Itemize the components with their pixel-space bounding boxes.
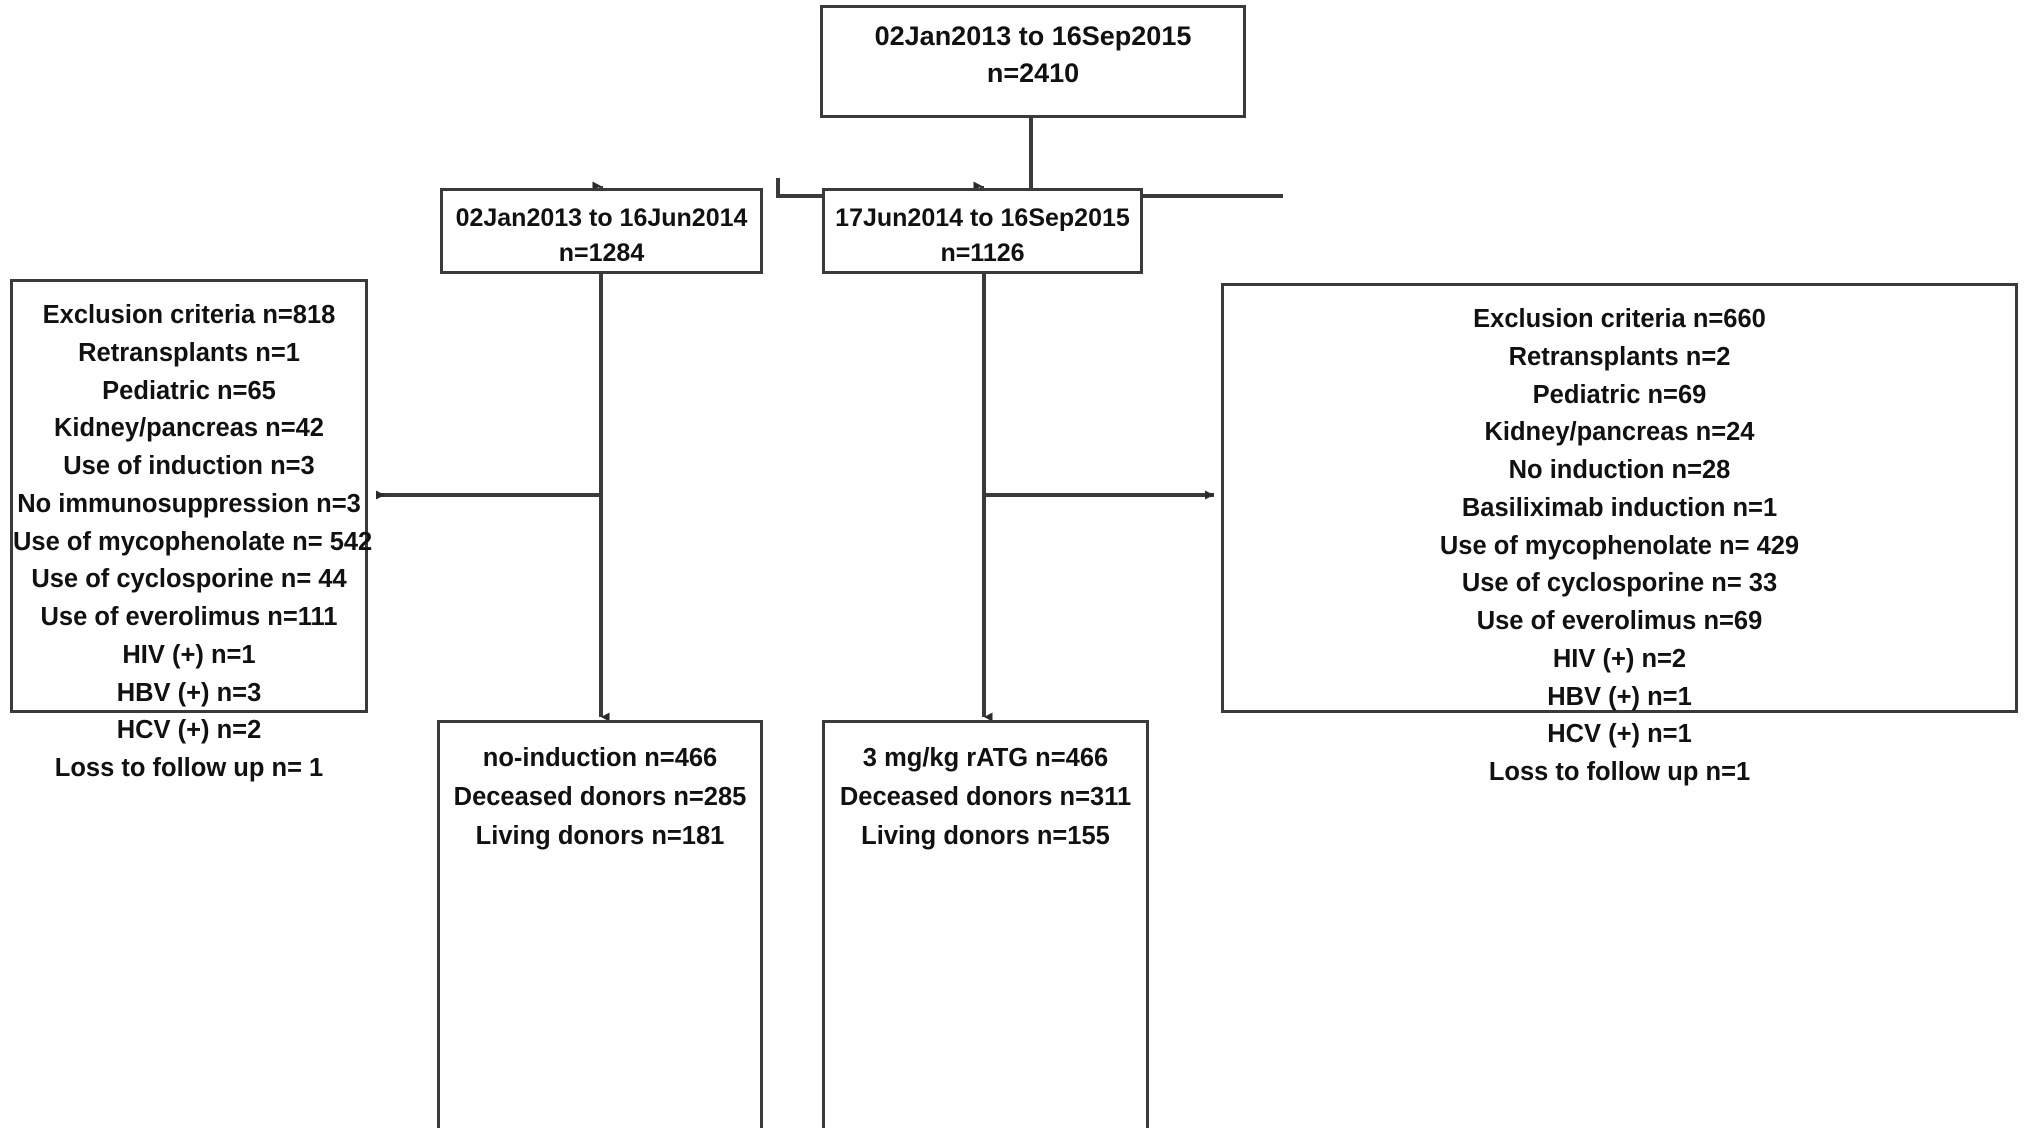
exclusion-left-item: HBV (+) n=3 — [116, 678, 262, 707]
node-period-left: 02Jan2013 to 16Jun2014 n=1284 — [440, 188, 763, 274]
exclusion-right-item: Use of mycophenolate n= 429 — [1439, 531, 1800, 560]
exclusion-right-item: Retransplants n=2 — [1508, 342, 1731, 371]
root-period-label: 02Jan2013 to 16Sep2015 — [874, 21, 1192, 51]
period-right-label: 17Jun2014 to 16Sep2015 — [835, 204, 1130, 232]
exclusion-right-item: Use of everolimus n=69 — [1476, 607, 1763, 636]
outcome-right-item: Living donors n=155 — [861, 821, 1110, 850]
node-outcome-left: no-induction n=466 Deceased donors n=285… — [437, 720, 763, 1128]
edge-root-split — [778, 118, 1283, 198]
node-root-cohort: 02Jan2013 to 16Sep2015 n=2410 — [820, 5, 1246, 118]
exclusion-left-item: Kidney/pancreas n=42 — [53, 414, 324, 443]
node-exclusion-right: Exclusion criteria n=660 Retransplants n… — [1221, 283, 2018, 785]
exclusion-left-item: Use of mycophenolate n= 542 — [13, 527, 373, 556]
exclusion-left-item: Loss to follow up n= 1 — [54, 754, 324, 783]
outcome-right-header: 3 mg/kg rATG n=466 — [862, 744, 1109, 772]
outcome-left-item: Living donors n=181 — [475, 821, 725, 850]
exclusion-right-item: Basiliximab induction n=1 — [1461, 493, 1778, 522]
exclusion-left-item: Use of induction n=3 — [63, 452, 315, 481]
exclusion-right-item: HCV (+) n=1 — [1547, 720, 1692, 749]
node-exclusion-left: Exclusion criteria n=818 Retransplants n… — [10, 279, 373, 781]
exclusion-right-item: HIV (+) n=2 — [1552, 644, 1687, 673]
exclusion-left-item: HCV (+) n=2 — [116, 716, 262, 745]
exclusion-left-item: Retransplants n=1 — [78, 338, 300, 367]
node-outcome-right: 3 mg/kg rATG n=466 Deceased donors n=311… — [822, 720, 1149, 1128]
outcome-left-header: no-induction n=466 — [482, 744, 718, 772]
outcome-left-item: Deceased donors n=285 — [453, 782, 747, 811]
node-period-right: 17Jun2014 to 16Sep2015 n=1126 — [822, 188, 1143, 274]
period-left-label: 02Jan2013 to 16Jun2014 — [455, 204, 748, 232]
exclusion-left-header: Exclusion criteria n=818 — [42, 301, 336, 329]
period-left-count: n=1284 — [558, 239, 645, 268]
exclusion-left-item: Use of everolimus n=111 — [40, 603, 338, 632]
exclusion-right-item: Pediatric n=69 — [1532, 380, 1707, 409]
exclusion-right-item: No induction n=28 — [1508, 456, 1731, 485]
outcome-right-item: Deceased donors n=311 — [839, 782, 1132, 811]
exclusion-right-item: Loss to follow up n=1 — [1488, 758, 1751, 787]
root-count-label: n=2410 — [986, 58, 1080, 89]
exclusion-left-item: Use of cyclosporine n= 44 — [31, 565, 347, 594]
exclusion-right-header: Exclusion criteria n=660 — [1473, 305, 1766, 333]
exclusion-right-item: Use of cyclosporine n= 33 — [1461, 569, 1778, 598]
period-right-count: n=1126 — [940, 239, 1025, 268]
exclusion-left-item: No immunosuppression n=3 — [17, 489, 361, 518]
exclusion-right-item: Kidney/pancreas n=24 — [1484, 418, 1755, 447]
exclusion-right-item: HBV (+) n=1 — [1547, 682, 1692, 711]
exclusion-left-item: HIV (+) n=1 — [122, 640, 256, 669]
exclusion-left-item: Pediatric n=65 — [102, 376, 276, 405]
